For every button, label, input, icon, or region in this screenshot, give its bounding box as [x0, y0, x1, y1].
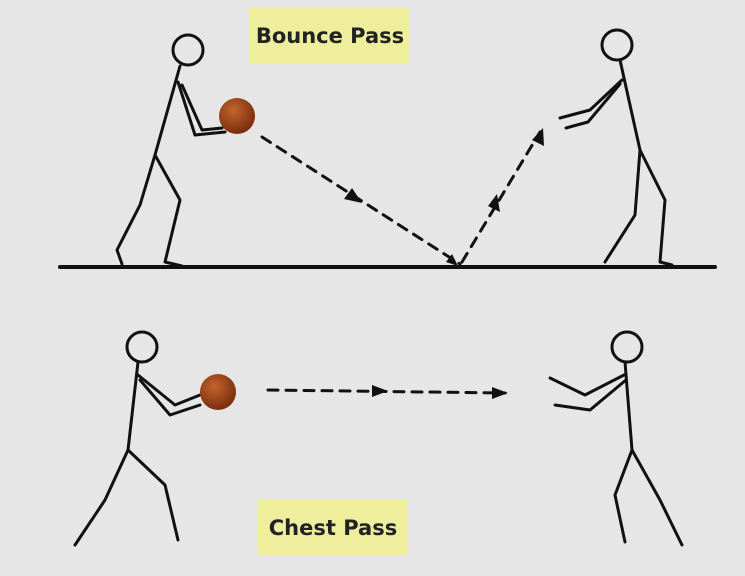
arrowhead	[492, 387, 508, 399]
bounce-label-box	[250, 8, 410, 64]
arrowhead	[372, 385, 388, 397]
arrowheads	[344, 128, 544, 399]
passer-figure-bottom	[73, 330, 202, 547]
basketball-bottom	[200, 374, 236, 410]
arrowhead	[446, 254, 458, 266]
receiver-figure-bottom	[548, 330, 684, 547]
arrowhead	[488, 194, 500, 212]
bounce-pass-label: Bounce Pass	[255, 24, 405, 48]
arrowhead	[532, 128, 544, 146]
bounce-pass-path	[260, 130, 542, 266]
arrowhead	[344, 188, 362, 203]
chest-pass-label: Chest Pass	[268, 516, 398, 540]
receiver-figure-top	[558, 28, 674, 267]
passer-figure-top	[115, 33, 227, 268]
basketball-top	[219, 98, 255, 134]
chest-label-box	[258, 500, 408, 556]
